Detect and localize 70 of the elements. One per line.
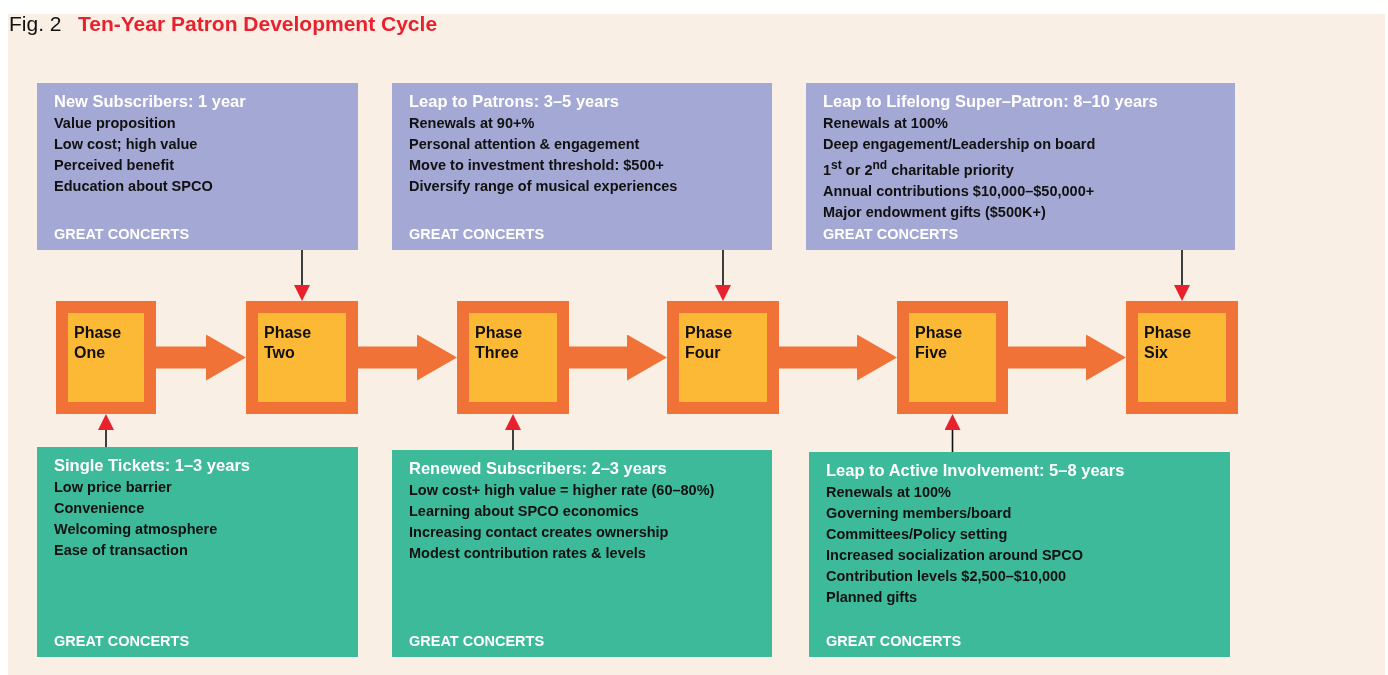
stage-heading: Leap to Active Involvement: 5–8 years	[826, 461, 1126, 480]
bullet-text: Perceived benefit	[54, 156, 176, 175]
bullet-text: Renewals at 100%	[826, 483, 952, 502]
stage-heading: Leap to Lifelong Super–Patron: 8–10 years	[823, 92, 1159, 111]
phase-label: Phase Five	[915, 323, 964, 363]
bullet-text: Education about SPCO	[54, 177, 214, 196]
phase-box	[457, 301, 569, 414]
phase-label: Phase One	[74, 323, 123, 363]
phase-label: Phase Two	[264, 323, 313, 363]
stage-heading: Renewed Subscribers: 2–3 years	[409, 459, 668, 478]
arrow	[1174, 249, 1190, 301]
stage-box	[37, 83, 358, 250]
title: Ten-Year Patron Development Cycle	[78, 12, 438, 36]
footer-text: GREAT CONCERTS	[823, 226, 959, 242]
bullet-text: Renewals at 90+%	[409, 114, 536, 133]
footer-text: GREAT CONCERTS	[54, 226, 190, 242]
stage-heading: Leap to Patrons: 3–5 years	[409, 92, 620, 111]
arrow	[715, 249, 731, 301]
arrow	[505, 414, 521, 451]
bullet-text: Deep engagement/Leadership on board	[823, 135, 1097, 154]
block-arrow	[156, 334, 246, 381]
block-arrow	[1008, 334, 1126, 381]
bullet-text: Low cost; high value	[54, 135, 199, 154]
phase-box	[1126, 301, 1238, 414]
bullet-text: Value proposition	[54, 114, 177, 133]
bullet-text: Increased socialization around SPCO	[826, 546, 1085, 565]
bullet-text: Welcoming atmosphere	[54, 520, 219, 539]
arrow	[294, 249, 310, 301]
arrow	[98, 414, 114, 448]
stage-heading: New Subscribers: 1 year	[54, 92, 247, 111]
bullet-text: Diversify range of musical experiences	[409, 177, 679, 196]
phase-box	[897, 301, 1008, 414]
arrow	[944, 414, 961, 453]
phase-label: Phase Six	[1144, 323, 1193, 363]
phase-box	[246, 301, 358, 414]
bullet-text: Personal attention & engagement	[409, 135, 641, 154]
figure-number: Fig. 2	[9, 12, 62, 36]
block-arrow	[358, 334, 457, 381]
bullet-text: Governing members/board	[826, 504, 1013, 523]
bullet-text: Low price barrier	[54, 478, 173, 497]
stage-box	[392, 450, 772, 657]
bullet-text: Committees/Policy setting	[826, 525, 1009, 544]
footer-text: GREAT CONCERTS	[826, 633, 962, 649]
bullet-text: 1$^{st}$ or 2$^{nd}$ charitable priority	[823, 157, 1015, 180]
bullet-text: Planned gifts	[826, 588, 919, 607]
footer-text: GREAT CONCERTS	[409, 226, 545, 242]
bullet-text: Move to investment threshold: $500+	[409, 156, 666, 175]
stage-box	[809, 452, 1230, 657]
bullet-text: Modest contribution rates & levels	[409, 544, 647, 563]
phase-box	[667, 301, 779, 414]
stage-box	[37, 447, 358, 657]
bullet-text: Low cost+ high value = higher rate (60–80%)	[409, 481, 716, 500]
bullet-text: Convenience	[54, 499, 146, 518]
bullet-text: Renewals at 100%	[823, 114, 949, 133]
bullet-text: Contribution levels $2,500–$10,000	[826, 567, 1068, 586]
block-arrow	[779, 334, 897, 381]
bullet-text: Increasing contact creates ownership	[409, 523, 670, 542]
bullet-text: Annual contributions $10,000–$50,000+	[823, 181, 1096, 201]
phase-box	[56, 301, 156, 414]
bullet-text: Ease of transaction	[54, 541, 189, 560]
block-arrow	[569, 334, 667, 381]
stage-box	[392, 83, 772, 250]
bullet-text: Learning about SPCO economics	[409, 502, 640, 521]
bullet-text: Major endowment gifts ($500K+)	[823, 202, 1047, 222]
phase-label: Phase Three	[475, 323, 524, 363]
footer-text: GREAT CONCERTS	[54, 633, 190, 649]
footer-text: GREAT CONCERTS	[409, 633, 545, 649]
stage-heading: Single Tickets: 1–3 years	[54, 456, 251, 475]
phase-label: Phase Four	[685, 323, 734, 363]
stage-box	[806, 83, 1235, 250]
